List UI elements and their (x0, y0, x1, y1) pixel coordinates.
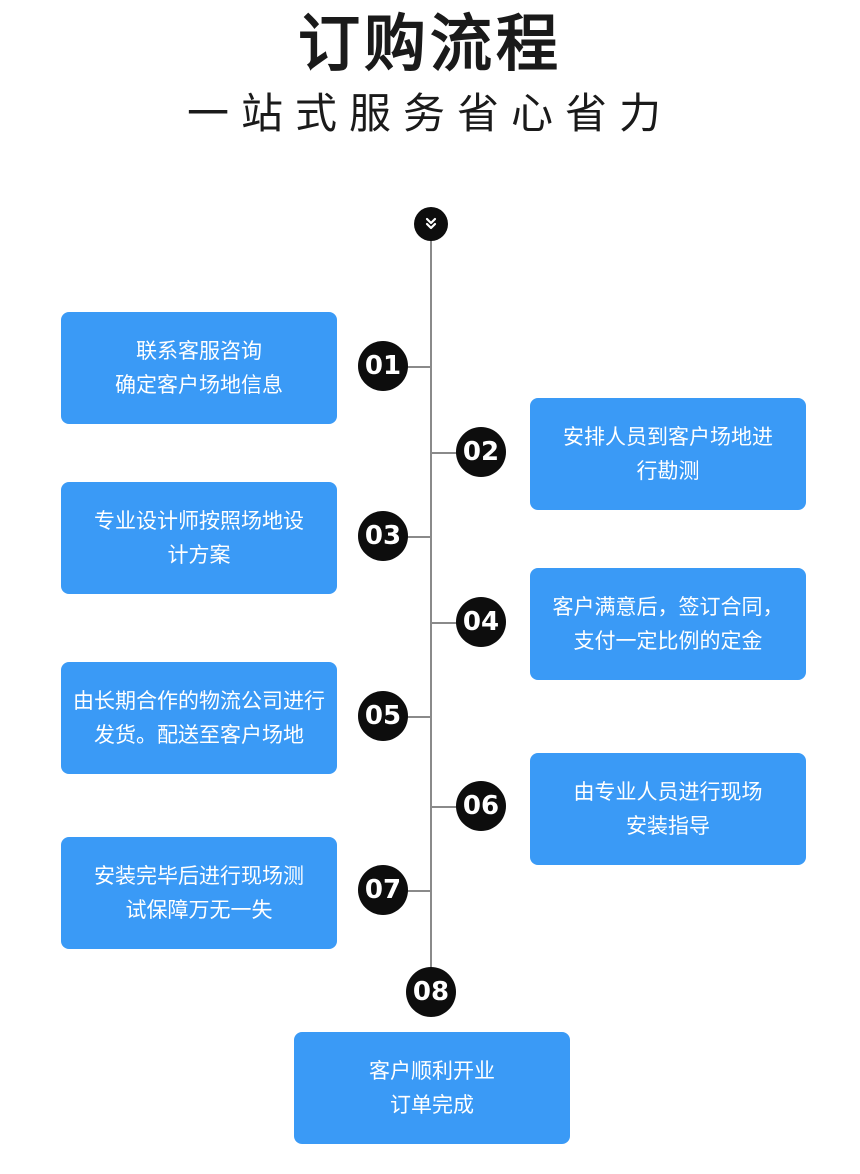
page-subtitle: 一站式服务省心省力 (186, 89, 673, 138)
step-05-number: 05 (358, 691, 408, 741)
step-08-box: 客户顺利开业 订单完成 (294, 1032, 570, 1144)
page-title: 订购流程 (297, 7, 562, 80)
step-07-text: 安装完毕后进行现场测 试保障万无一失 (94, 864, 304, 922)
step-04-text: 客户满意后，签订合同， 支付一定比例的定金 (552, 595, 784, 653)
step-05-box: 由长期合作的物流公司进行 发货。配送至客户场地 (61, 662, 337, 774)
timeline-vertical-line (430, 224, 432, 990)
step-01-text: 联系客服咨询 确定客户场地信息 (115, 339, 283, 397)
step-03-text: 专业设计师按照场地设 计方案 (94, 509, 304, 567)
double-chevron-down-icon (414, 207, 448, 241)
step-08-number: 08 (406, 967, 456, 1017)
connector-02 (431, 452, 479, 454)
step-01-number: 01 (358, 341, 408, 391)
step-07-number: 07 (358, 865, 408, 915)
step-04-box: 客户满意后，签订合同， 支付一定比例的定金 (530, 568, 806, 680)
connector-06 (431, 806, 479, 808)
step-03-box: 专业设计师按照场地设 计方案 (61, 482, 337, 594)
step-02-box: 安排人员到客户场地进 行勘测 (530, 398, 806, 510)
step-04-number: 04 (456, 597, 506, 647)
step-02-number: 02 (456, 427, 506, 477)
step-07-box: 安装完毕后进行现场测 试保障万无一失 (61, 837, 337, 949)
step-01-box: 联系客服咨询 确定客户场地信息 (61, 312, 337, 424)
step-06-box: 由专业人员进行现场 安装指导 (530, 753, 806, 865)
step-08-text: 客户顺利开业 订单完成 (369, 1059, 495, 1117)
step-03-number: 03 (358, 511, 408, 561)
step-05-text: 由长期合作的物流公司进行 发货。配送至客户场地 (73, 689, 325, 747)
step-06-number: 06 (456, 781, 506, 831)
connector-04 (431, 622, 479, 624)
step-06-text: 由专业人员进行现场 安装指导 (573, 780, 763, 838)
step-02-text: 安排人员到客户场地进 行勘测 (563, 425, 773, 483)
